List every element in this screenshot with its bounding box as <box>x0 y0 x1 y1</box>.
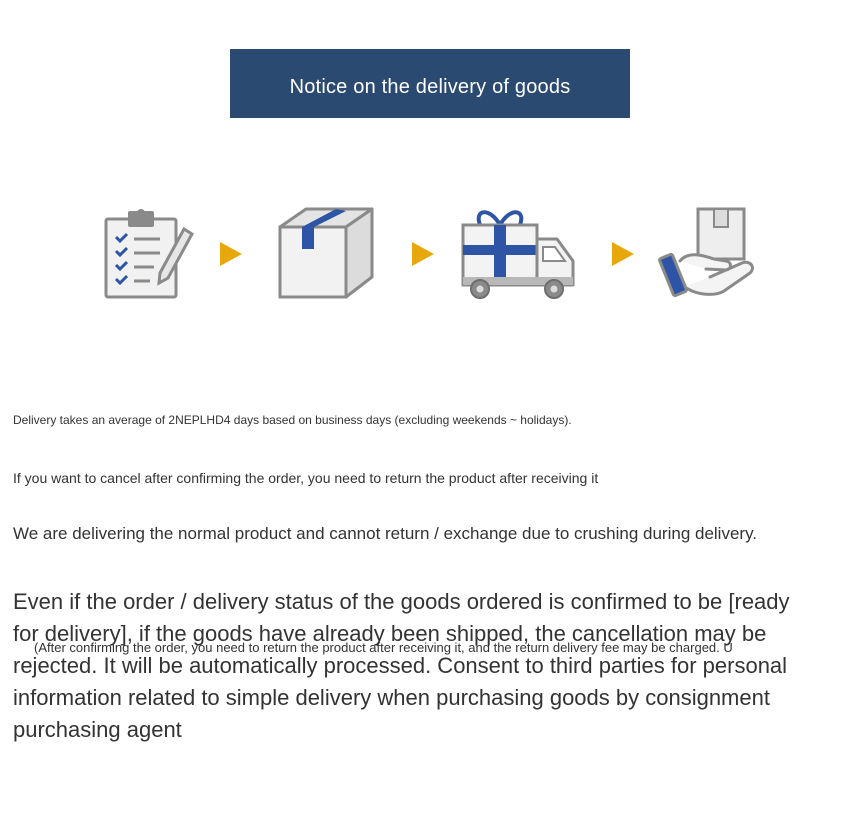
page-title: Notice on the delivery of goods <box>289 76 571 98</box>
delivery-truck-icon <box>461 210 575 299</box>
clipboard-checklist-icon <box>104 209 194 299</box>
cancellation-notice: If you want to cancel after confirming t… <box>13 470 599 486</box>
delivery-process-steps <box>0 200 860 310</box>
return-exchange-notice: We are delivering the normal product and… <box>13 524 758 543</box>
notice-banner: Notice on the delivery of goods <box>230 49 630 118</box>
arrow-right-icon <box>220 242 242 266</box>
box-icon <box>278 207 374 299</box>
ready-for-delivery-notice: Even if the order / delivery status of t… <box>13 589 790 742</box>
arrow-right-icon <box>412 242 434 266</box>
return-fee-notice: (After confirming the order, you need to… <box>34 640 733 655</box>
arrow-right-icon <box>612 242 634 266</box>
delivery-duration-notice: Delivery takes an average of 2NEPLHD4 da… <box>13 413 572 427</box>
hand-receiving-package-icon <box>658 207 754 298</box>
